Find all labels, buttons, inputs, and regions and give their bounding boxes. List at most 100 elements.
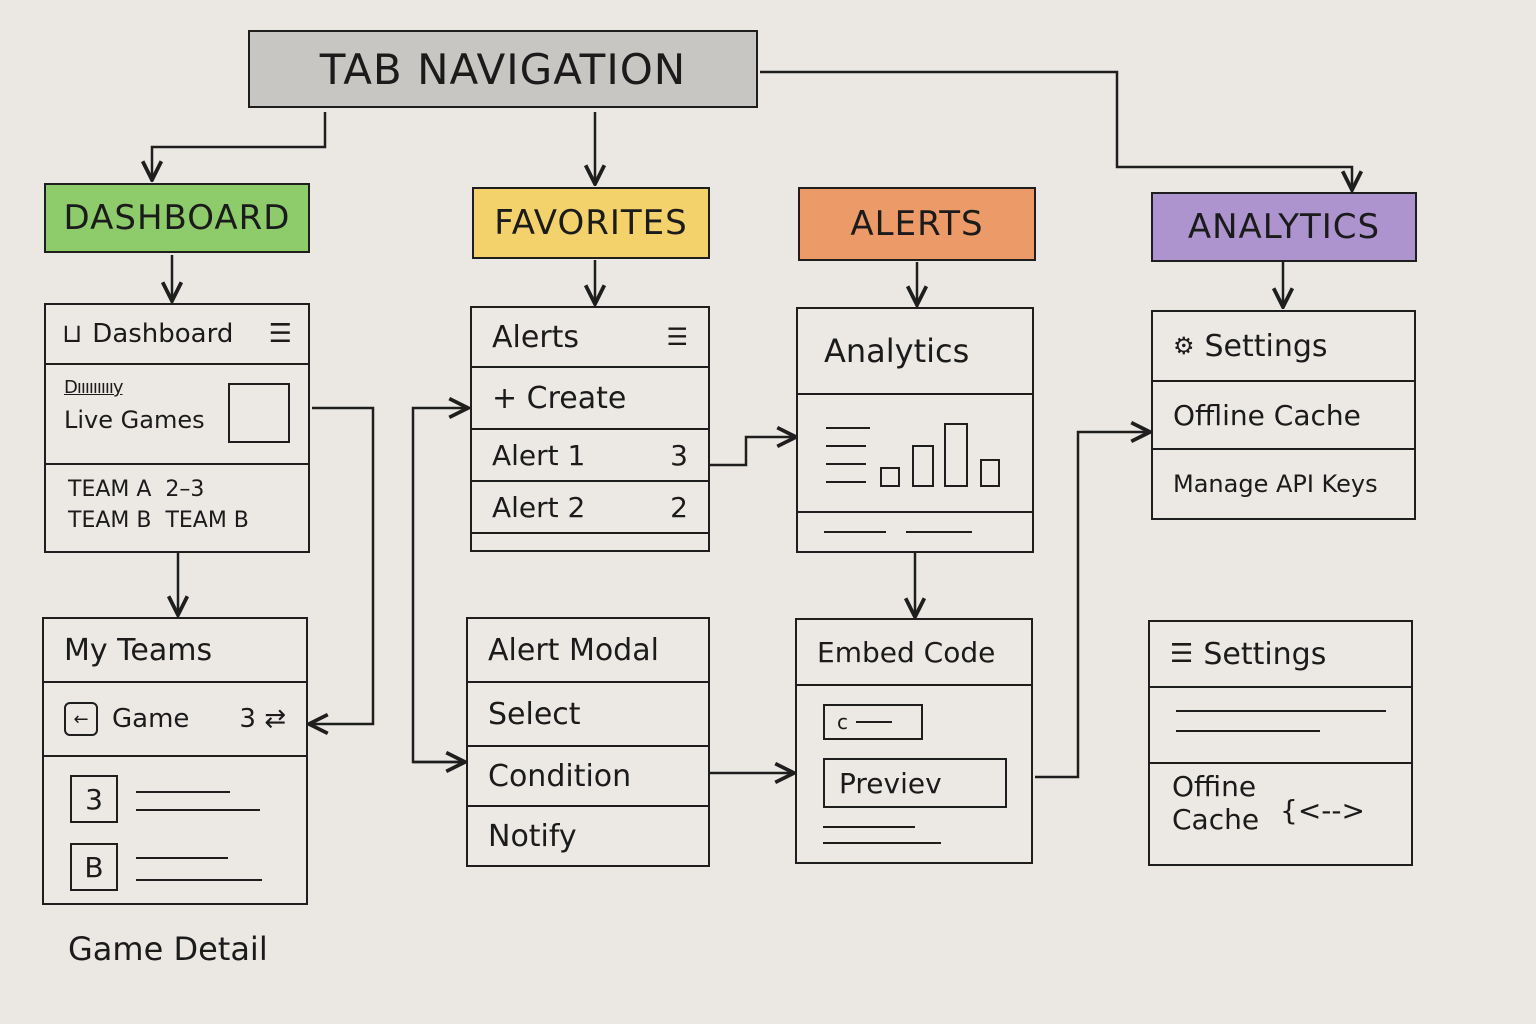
thumbnail-placeholder: [228, 383, 290, 443]
alert-label: Alert 1: [492, 438, 586, 472]
back-arrow-icon[interactable]: ←: [64, 702, 98, 736]
settings-2-header: ☰ Settings: [1150, 622, 1411, 688]
settings-screen: ⚙ Settings Offline Cache Manage API Keys: [1151, 310, 1416, 520]
analytics-chart-section: [798, 395, 1032, 513]
hamburger-icon[interactable]: ☰: [268, 319, 292, 349]
settings-2-title: Settings: [1203, 636, 1327, 672]
favorites-tab-label: FAVORITES: [494, 203, 688, 243]
embed-code-screen: Embed Code c Previev: [795, 618, 1033, 864]
notify-item[interactable]: Notify: [468, 807, 708, 865]
code-field-text: c: [837, 710, 848, 734]
text-line: [1176, 710, 1386, 712]
text-line: [826, 445, 866, 447]
analytics-screen: Analytics: [796, 307, 1034, 553]
text-line: [823, 842, 941, 844]
bar-icon: [980, 459, 1000, 487]
scores-section: TEAM A 2–3 TEAM B TEAM B: [46, 465, 308, 551]
offline-cache-section[interactable]: Offine Cache {<-->: [1150, 764, 1411, 864]
bar-icon: [912, 445, 934, 487]
alerts-screen: Alerts ☰ + Create Alert 1 3 Alert 2 2: [470, 306, 710, 552]
alerts-tab-label: ALERTS: [850, 204, 984, 244]
team-badge-text: B: [84, 850, 104, 884]
score-line-2: TEAM B TEAM B: [68, 508, 249, 533]
manage-api-keys-item[interactable]: Manage API Keys: [1153, 450, 1414, 518]
analytics-header: Analytics: [798, 309, 1032, 395]
favorites-tab-node: FAVORITES: [472, 187, 710, 259]
alert-modal-header: Alert Modal: [468, 619, 708, 683]
settings-screen-2: ☰ Settings Offine Cache {<-->: [1148, 620, 1413, 866]
select-item[interactable]: Select: [468, 683, 708, 747]
my-teams-title: My Teams: [64, 632, 213, 668]
arrow-alert1-analytics: [710, 437, 796, 467]
text-line: [136, 857, 228, 859]
alerts-header: Alerts ☰: [472, 308, 708, 368]
arrow-root-analytics: [760, 70, 1352, 190]
analytics-tab-label: ANALYTICS: [1187, 207, 1381, 247]
scribble-text: Dıııııııııy: [64, 377, 124, 398]
dashboard-tab-label: DASHBOARD: [63, 198, 291, 238]
live-games-label[interactable]: Live Games: [64, 406, 205, 434]
bar-icon: [944, 423, 968, 487]
text-line: [136, 809, 260, 811]
arrow-to-alerts-create: [411, 408, 468, 764]
team-badge: B: [70, 843, 118, 891]
create-alert-button[interactable]: + Create: [472, 368, 708, 430]
offline-line-2: Cache: [1172, 803, 1260, 836]
game-detail-label: Game Detail: [68, 930, 268, 968]
offline-cache-item[interactable]: Offline Cache: [1153, 382, 1414, 450]
alert-item[interactable]: Alert 2 2: [472, 482, 708, 534]
text-line: [1176, 730, 1320, 732]
my-teams-screen: My Teams ← Game 3 ⇄ 3 B: [42, 617, 308, 905]
text-line: [826, 481, 866, 483]
alert-item[interactable]: Alert 1 3: [472, 430, 708, 482]
tab-navigation-node: TAB NAVIGATION: [248, 30, 758, 108]
alerts-tab-node: ALERTS: [798, 187, 1036, 261]
text-line: [136, 791, 230, 793]
condition-label: Condition: [488, 758, 632, 794]
alert-modal-title: Alert Modal: [488, 632, 659, 668]
analytics-title: Analytics: [824, 332, 970, 370]
text-line: [906, 531, 972, 533]
offline-line-1: Offine: [1172, 770, 1257, 803]
create-alert-label: + Create: [492, 380, 627, 416]
dashboard-screen: ⊔ Dashboard ☰ Dıııııııııy Live Games TEA…: [44, 303, 310, 553]
code-glyph: {<-->: [1280, 794, 1365, 827]
alert-modal-screen: Alert Modal Select Condition Notify: [466, 617, 710, 867]
dashboard-title: Dashboard: [92, 319, 234, 349]
embed-code-title: Embed Code: [817, 635, 996, 669]
team-badge: 3: [70, 775, 118, 823]
text-line: [136, 879, 262, 881]
manage-api-keys-label: Manage API Keys: [1173, 470, 1378, 498]
code-dash: [856, 721, 892, 723]
alert-count: 2: [670, 490, 688, 524]
arrow-root-dashboard: [152, 112, 327, 180]
arrow-preview-offline: [1035, 432, 1150, 779]
stack-icon: ☰: [1170, 639, 1194, 669]
tab-navigation-label: TAB NAVIGATION: [319, 44, 687, 94]
code-field[interactable]: c: [823, 704, 923, 740]
text-line: [826, 427, 870, 429]
alert-count: 3: [670, 438, 688, 472]
embed-code-header: Embed Code: [797, 620, 1031, 686]
arrow-live-to-game: [309, 406, 375, 724]
text-line: [826, 463, 866, 465]
my-teams-header: My Teams: [44, 619, 306, 683]
condition-item[interactable]: Condition: [468, 747, 708, 807]
game-row[interactable]: ← Game 3 ⇄: [44, 683, 306, 757]
text-line: [824, 531, 886, 533]
gear-icon: ⚙: [1173, 332, 1195, 360]
alerts-title: Alerts: [492, 319, 580, 355]
offline-cache-label: Offline Cache: [1173, 398, 1361, 432]
select-label: Select: [488, 696, 581, 732]
analytics-tab-node: ANALYTICS: [1151, 192, 1417, 262]
game-score: 3 ⇄: [239, 704, 286, 734]
bar-icon: [880, 467, 900, 487]
settings-header: ⚙ Settings: [1153, 312, 1414, 382]
dashboard-tab-node: DASHBOARD: [44, 183, 310, 253]
preview-button[interactable]: Previev: [823, 758, 1007, 808]
alert-label: Alert 2: [492, 490, 586, 524]
hamburger-icon[interactable]: ☰: [666, 323, 688, 351]
preview-label: Previev: [839, 766, 942, 800]
game-label: Game: [112, 704, 190, 734]
